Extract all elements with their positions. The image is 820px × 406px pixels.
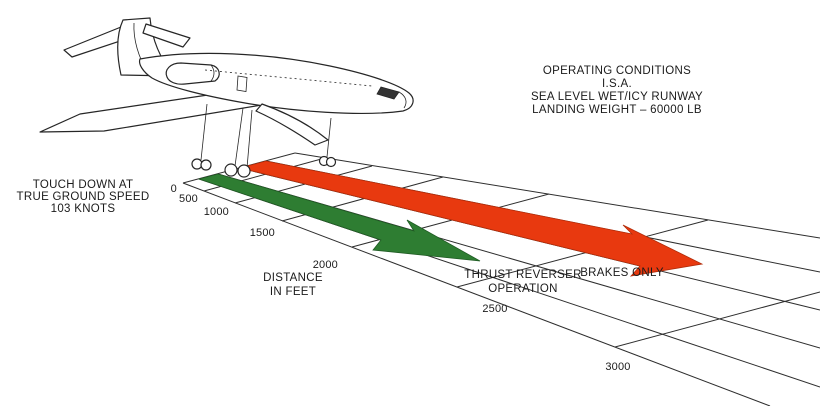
aircraft-nose-line: [398, 91, 407, 109]
thrust-reverser-label-line2: OPERATION: [488, 283, 558, 295]
aircraft-engine-nacelle-icon: [165, 62, 220, 85]
band-label-brakes-only: BRAKES ONLY: [580, 267, 664, 279]
aircraft-nose-gear: [318, 117, 337, 168]
aircraft-wing-near-icon: [255, 103, 329, 146]
tick-label-3000: 3000: [605, 361, 630, 373]
runway-edge-near: [182, 182, 771, 406]
aircraft-main-gear-near: [224, 107, 253, 178]
touchdown-note-line3: 103 KNOTS: [51, 203, 116, 215]
operating-conditions-isa: I.S.A.: [602, 78, 632, 90]
operating-conditions-weight: LANDING WEIGHT – 60000 LB: [532, 104, 702, 116]
operating-conditions-block: OPERATING CONDITIONS I.S.A. SEA LEVEL WE…: [531, 65, 703, 116]
gear-strut: [234, 107, 244, 167]
tick-label-2500: 2500: [482, 303, 507, 315]
aircraft-wheel: [224, 163, 238, 177]
gear-strut: [326, 117, 332, 158]
band-label-thrust-reverser: THRUST REVERSER OPERATION: [464, 269, 581, 295]
touchdown-note-line2: TRUE GROUND SPEED: [17, 191, 150, 203]
distance-axis-label: DISTANCE IN FEET: [263, 272, 323, 298]
distance-mark-2500: [456, 219, 709, 288]
tick-label-1500: 1500: [250, 227, 275, 239]
aircraft-engine-inlet-line: [210, 64, 215, 82]
tick-label-1000: 1000: [204, 206, 229, 218]
aircraft-wheel: [237, 164, 251, 178]
aircraft-cockpit-windows-icon: [376, 86, 400, 100]
thrust-reverser-label-line1: THRUST REVERSER: [464, 269, 581, 281]
thrust-reverser-band: [197, 173, 481, 262]
aircraft-tailplane-near-icon: [142, 23, 191, 48]
distance-mark-3000: [614, 291, 820, 348]
aircraft-wheel: [200, 159, 212, 171]
grid-cross-lines: [182, 152, 820, 348]
brakes-only-band: [239, 160, 704, 277]
gear-strut: [200, 103, 208, 161]
tick-label-2000: 2000: [313, 259, 338, 271]
aircraft-illustration: [39, 17, 414, 178]
distance-axis-label-line1: DISTANCE: [263, 272, 323, 284]
runway-edge-far: [294, 152, 820, 239]
operating-conditions-title: OPERATING CONDITIONS: [543, 65, 691, 77]
gear-strut: [246, 109, 253, 169]
tick-label-0: 0: [171, 183, 177, 195]
aircraft-main-gear-far: [191, 103, 212, 171]
tick-label-500: 500: [179, 193, 198, 205]
touchdown-note-line1: TOUCH DOWN AT: [33, 179, 134, 191]
distance-axis-label-line2: IN FEET: [270, 286, 316, 298]
aircraft-cabin-door: [236, 75, 248, 92]
aircraft-wheel: [325, 156, 337, 168]
touchdown-note-block: TOUCH DOWN AT TRUE GROUND SPEED 103 KNOT…: [17, 179, 150, 215]
operating-conditions-runway: SEA LEVEL WET/ICY RUNWAY: [531, 91, 703, 103]
distance-tick-labels: 0 500 1000 1500 2000 2500 3000: [171, 183, 631, 373]
